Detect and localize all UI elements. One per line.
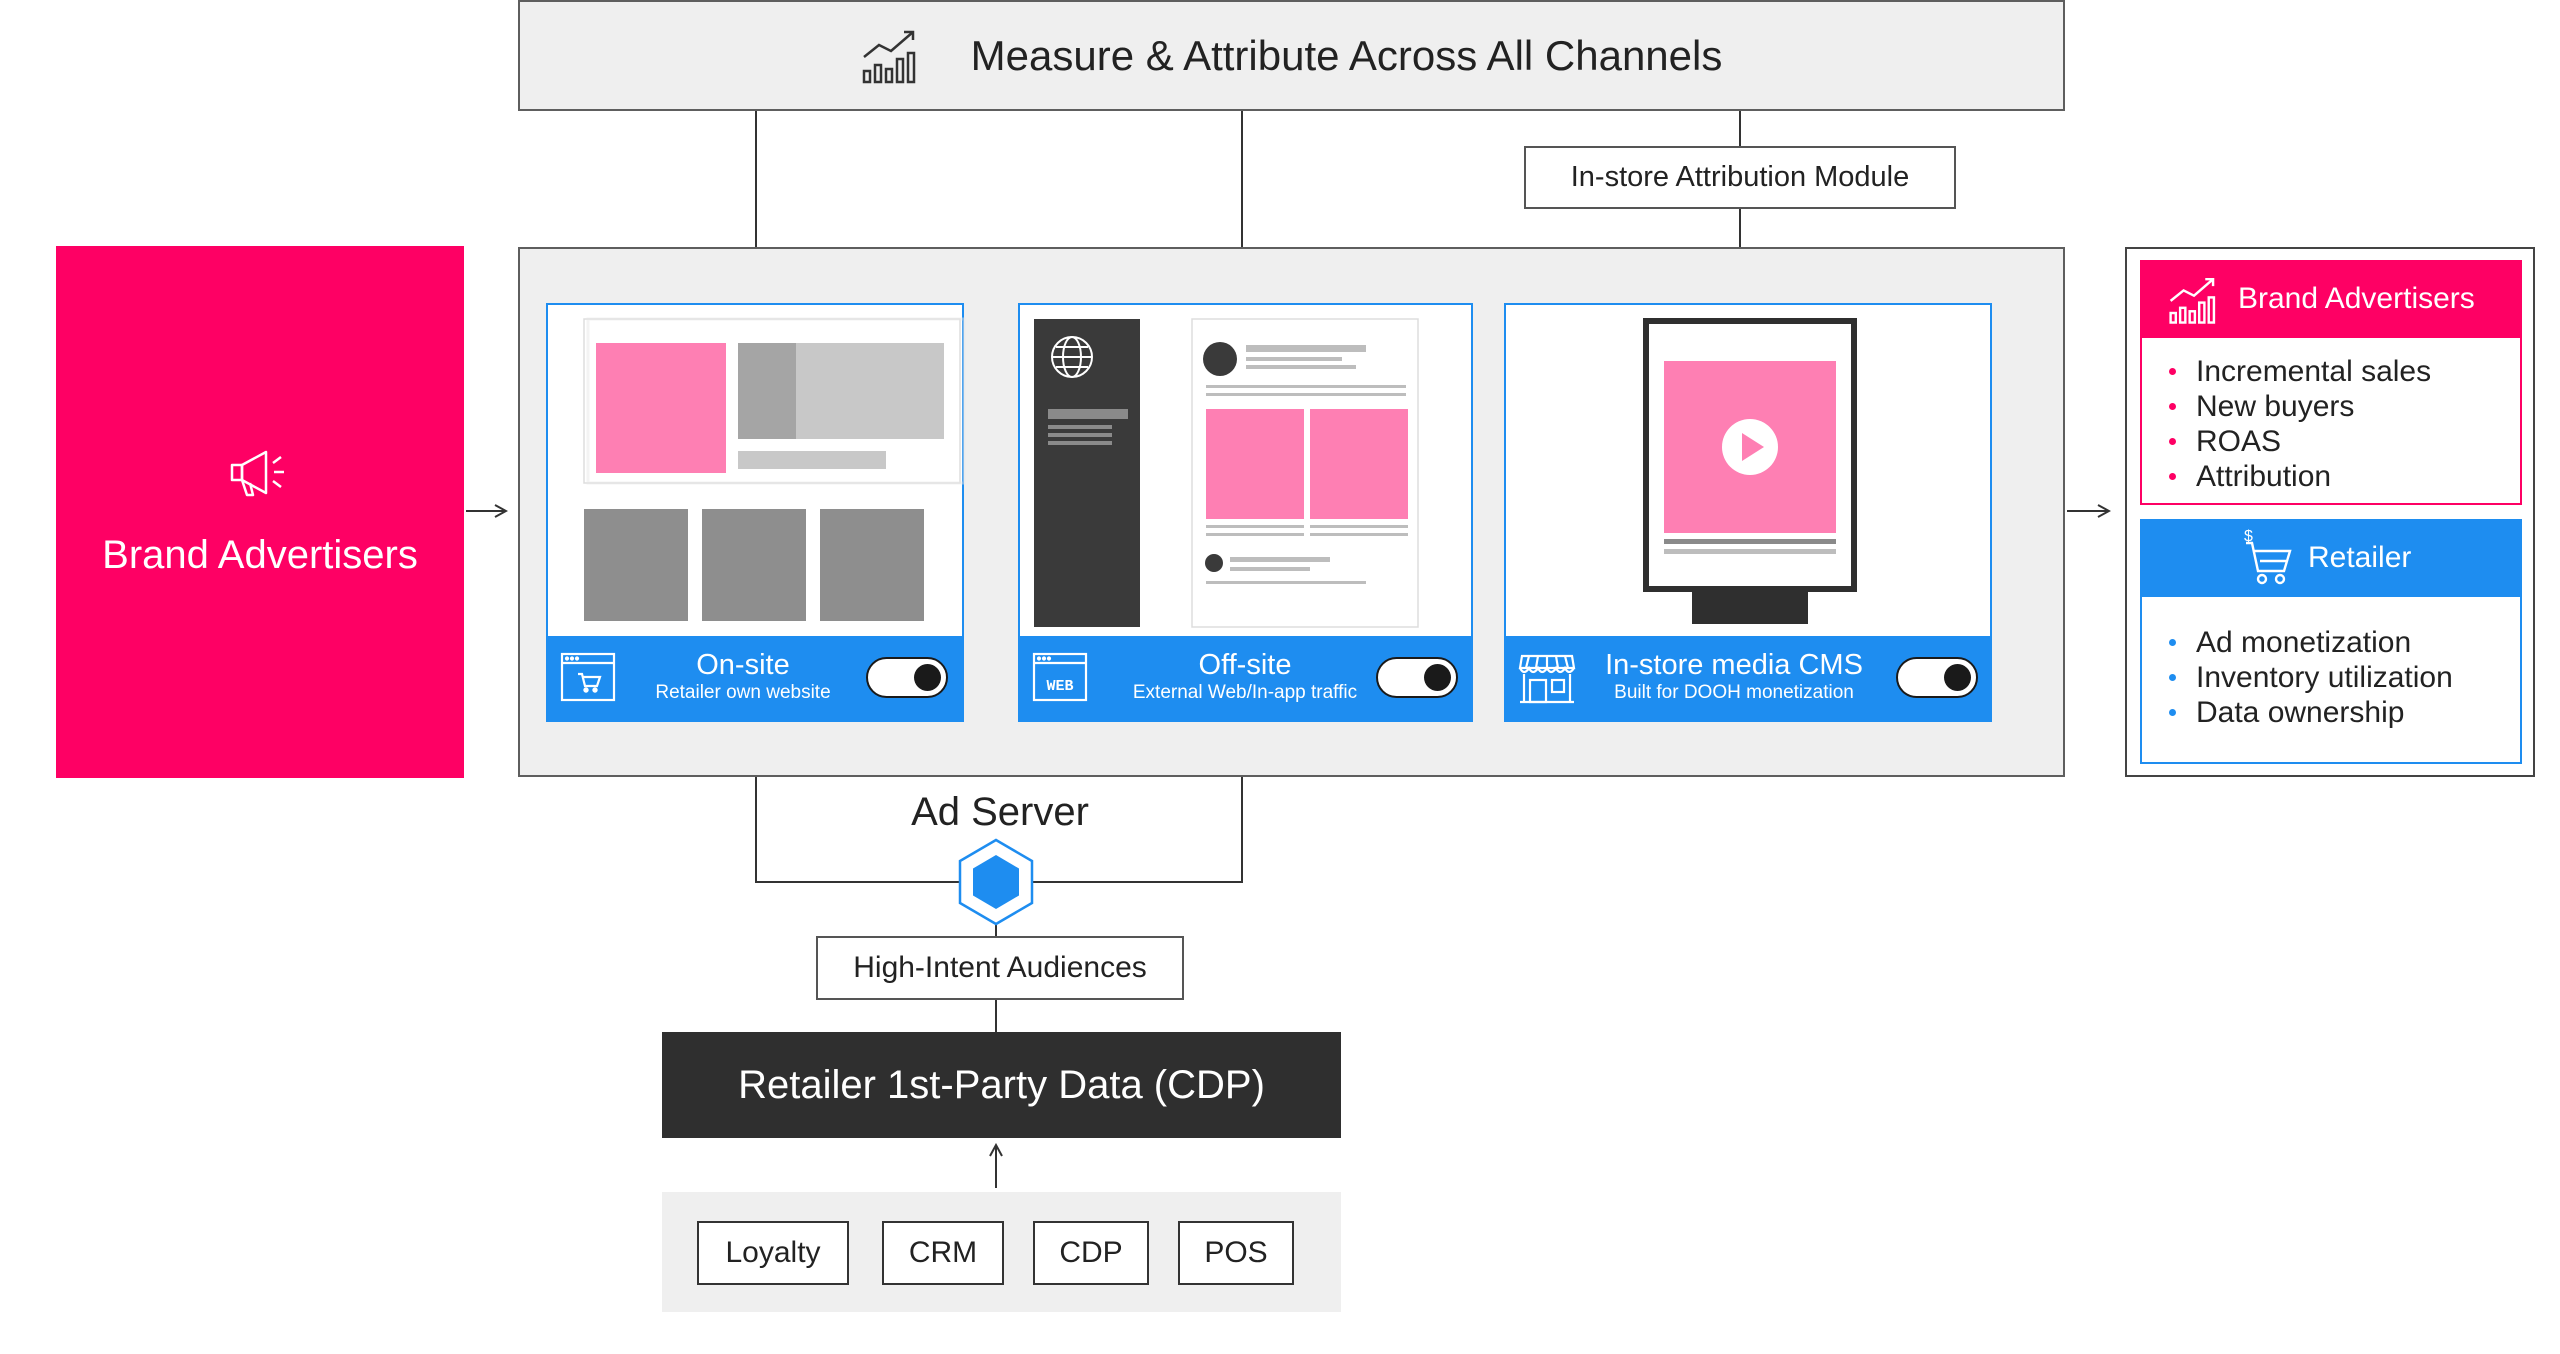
source-label: CDP: [1059, 1236, 1123, 1269]
instore-toggle[interactable]: [1896, 657, 1978, 698]
source-label: CRM: [908, 1236, 978, 1269]
offsite-bar: WEB Off-site External Web/In-app traffic: [1020, 636, 1471, 720]
source-crm: CRM: [882, 1221, 1004, 1285]
toggle-knob: [914, 664, 941, 691]
brand-outcomes-list: Incremental sales New buyers ROAS Attrib…: [2168, 354, 2432, 494]
high-intent-audiences-box: High-Intent Audiences: [816, 936, 1184, 1000]
source-label: POS: [1204, 1236, 1268, 1269]
high-intent-audiences-label: High-Intent Audiences: [853, 951, 1147, 984]
onsite-subtitle: Retailer own website: [655, 682, 831, 703]
list-item: Attribution: [2168, 459, 2431, 494]
retailer-outcomes-header: $ Retailer: [2142, 521, 2520, 597]
chart-growth-icon: [2169, 277, 2216, 324]
list-item: Ad monetization: [2169, 625, 2453, 660]
instore-subtitle: Built for DOOH monetization: [1614, 682, 1854, 703]
channel-panel-onsite: On-site Retailer own website: [546, 303, 966, 722]
retailer-cdp-label: Retailer 1st-Party Data (CDP): [738, 1062, 1265, 1107]
brand-outcomes-card: Brand Advertisers Incremental sales New …: [2140, 260, 2522, 505]
list-item: ROAS: [2168, 424, 2431, 459]
brand-advertisers-block: Brand Advertisers: [56, 246, 464, 778]
attribution-module-box: In-store Attribution Module: [1524, 146, 1956, 209]
shopping-cart-icon: $: [2244, 529, 2292, 585]
svg-text:WEB: WEB: [1046, 678, 1073, 695]
instore-title: In-store media CMS: [1605, 649, 1863, 681]
offsite-subtitle: External Web/In-app traffic: [1132, 682, 1358, 703]
hexagon-icon: [958, 838, 1034, 926]
brand-advertisers-title: Brand Advertisers: [102, 532, 418, 577]
channel-panel-offsite: WEB Off-site External Web/In-app traffic: [1018, 303, 1473, 722]
measure-title: Measure & Attribute Across All Channels: [970, 31, 1723, 79]
brand-outcomes-header: Brand Advertisers: [2142, 262, 2520, 338]
channel-panel-instore: In-store media CMS Built for DOOH moneti…: [1504, 303, 1992, 722]
storefront-icon: [1518, 654, 1576, 704]
ad-server-label: Ad Server: [911, 790, 1089, 834]
offsite-page-mockup: [1034, 318, 1419, 628]
onsite-bar: On-site Retailer own website: [548, 636, 962, 720]
onsite-toggle[interactable]: [866, 657, 948, 698]
attribution-module-label: In-store Attribution Module: [1570, 161, 1910, 193]
toggle-knob: [1424, 664, 1451, 691]
list-item: Data ownership: [2169, 695, 2453, 730]
instore-screen-mockup: [1643, 318, 1857, 624]
instore-bar: In-store media CMS Built for DOOH moneti…: [1506, 636, 1990, 720]
list-item: Inventory utilization: [2169, 661, 2453, 694]
source-label: Loyalty: [725, 1236, 821, 1269]
svg-text:$: $: [2244, 529, 2253, 545]
onsite-title: On-site: [696, 649, 790, 681]
toggle-knob: [1944, 664, 1971, 691]
shop-window-icon: [560, 652, 616, 702]
source-pos: POS: [1178, 1221, 1294, 1285]
chart-growth-icon: [862, 30, 915, 83]
offsite-title: Off-site: [1198, 649, 1292, 681]
source-cdp: CDP: [1033, 1221, 1149, 1285]
onsite-page-mockup: [583, 317, 966, 621]
retailer-outcomes-card: $ Retailer Ad monetization Inventory uti…: [2140, 519, 2522, 764]
megaphone-icon: [230, 450, 284, 496]
retailer-outcomes-list: Ad monetization Inventory utilization Da…: [2169, 625, 2453, 730]
brand-outcomes-title: Brand Advertisers: [2238, 282, 2475, 315]
list-item: Incremental sales: [2168, 355, 2432, 388]
offsite-toggle[interactable]: [1376, 657, 1458, 698]
retailer-outcomes-title: Retailer: [2308, 541, 2412, 574]
retailer-cdp-box: Retailer 1st-Party Data (CDP): [662, 1032, 1341, 1138]
web-window-icon: WEB: [1032, 652, 1088, 702]
measure-attribute-box: Measure & Attribute Across All Channels: [518, 0, 2065, 111]
list-item: New buyers: [2168, 389, 2431, 424]
source-loyalty: Loyalty: [697, 1221, 849, 1285]
